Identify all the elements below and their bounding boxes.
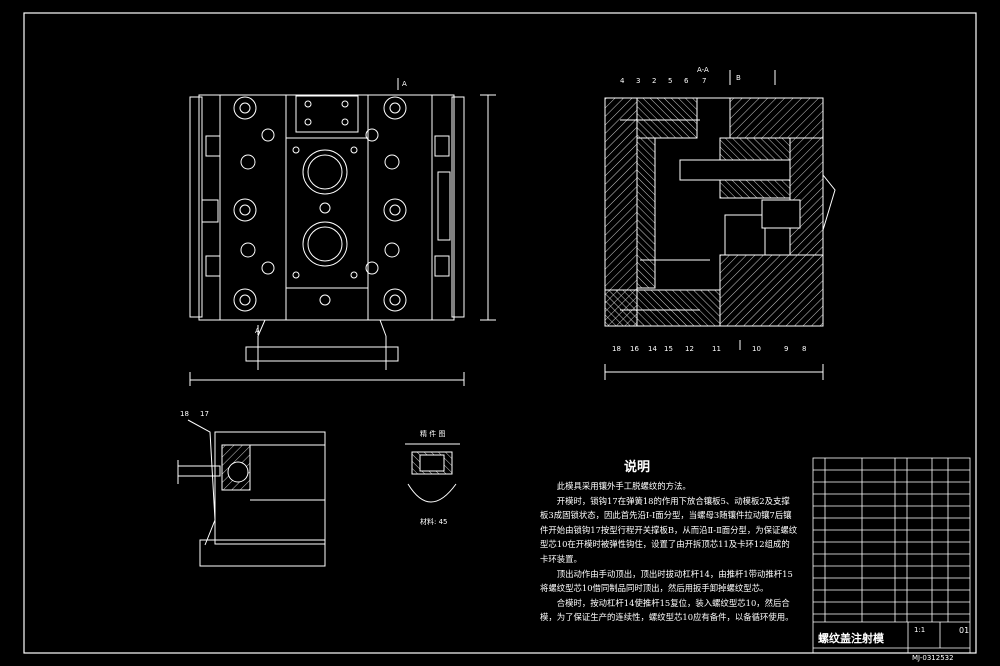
part-number: 16 <box>630 345 639 353</box>
part-number: 18 <box>180 410 189 418</box>
part-number: 9 <box>784 345 788 353</box>
part-callouts: 4 3 2 5 6 7 18 16 14 15 12 11 10 9 8 18 … <box>180 77 806 418</box>
top-view <box>189 78 496 386</box>
part-number: 11 <box>712 345 721 353</box>
cut-letter-a-bottom: A <box>255 327 260 335</box>
part-number: 2 <box>652 77 656 85</box>
part-number: 12 <box>685 345 694 353</box>
part-number: 6 <box>684 77 689 85</box>
detail-caption: 材料: 45 <box>420 517 448 526</box>
part-number: 4 <box>620 77 625 85</box>
part-number: 5 <box>668 77 672 85</box>
drawing-border <box>23 12 977 654</box>
part-number: 15 <box>664 345 673 353</box>
sheet-number: 01 <box>959 626 970 635</box>
drawing-code: MJ-0312532 <box>912 654 954 662</box>
part-detail <box>405 443 460 503</box>
drawing-scale: 1:1 <box>914 626 926 634</box>
notes-paragraph: 开模时，锁钩17在弹簧18的作用下放合镶板5、动模板2及支撑板3成固锁状态，因此… <box>540 495 798 564</box>
cut-letter-b: B <box>736 74 741 82</box>
notes-paragraph: 合模时，按动杠杆14使推杆15复位，装入螺纹型芯10，然后合模，为了保证生产的连… <box>540 597 794 623</box>
part-number: 14 <box>648 345 657 353</box>
notes-title: 说明 <box>624 460 651 475</box>
part-number: 3 <box>636 77 640 85</box>
part-number: 18 <box>612 345 621 353</box>
section-label: A-A <box>697 66 709 74</box>
notes-paragraph: 此模具采用镶外手工脱螺纹的方法。 <box>556 481 691 491</box>
cut-letter-a-top: A <box>402 80 407 88</box>
part-number: 7 <box>702 77 706 85</box>
section-view <box>604 70 836 380</box>
title-block <box>812 457 971 654</box>
detail-view <box>177 419 326 567</box>
notes-body: 此模具采用镶外手工脱螺纹的方法。 开模时，锁钩17在弹簧18的作用下放合镶板5、… <box>540 479 798 625</box>
detail-title: 精 件 图 <box>420 429 445 438</box>
notes-paragraph: 顶出动作由手动顶出，顶出时拔动杠杆14，由推杆1带动推杆15将螺纹型芯10借同制… <box>540 568 793 594</box>
part-number: 17 <box>200 410 209 418</box>
part-number: 10 <box>752 345 761 353</box>
drawing-title: 螺纹盖注射模 <box>818 632 884 645</box>
part-number: 8 <box>802 345 806 353</box>
